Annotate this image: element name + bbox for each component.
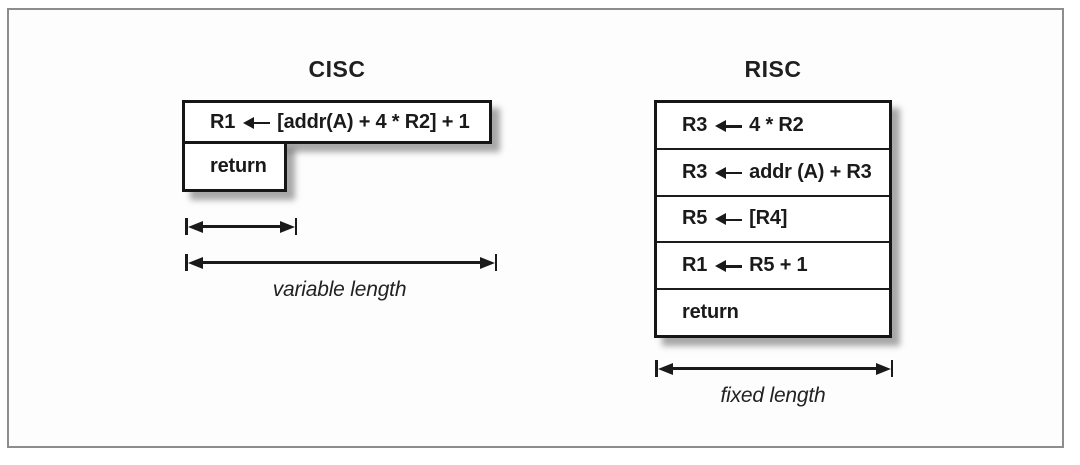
fixed-length-label: fixed length (720, 384, 826, 407)
short-length-arrow (185, 218, 297, 235)
arrow-head-left (187, 256, 203, 269)
instruction-row: R3 4 * R2 (657, 103, 889, 148)
instruction-dest: R3 (682, 160, 708, 183)
risc-title: RISC (744, 56, 802, 82)
figure-frame: CISC R1 [addr(A) + 4 * R2] + 1 return va… (7, 8, 1064, 448)
instruction-row: return (657, 288, 889, 335)
cisc-return-box: return (182, 141, 287, 192)
assign-arrow-icon (715, 260, 743, 273)
instruction-expr: addr (A) + R3 (749, 160, 872, 183)
instruction-row: R1 [addr(A) + 4 * R2] + 1 (185, 103, 489, 141)
instruction-row: return (185, 144, 284, 189)
instruction-text: return (210, 155, 267, 177)
arrow-head-left (657, 362, 673, 375)
arrow-shaft (202, 225, 280, 228)
assign-arrow-icon (715, 213, 743, 226)
arrow-end-tick (294, 218, 297, 235)
arrow-head-right (279, 220, 295, 233)
arrow-end-tick (185, 254, 188, 271)
cisc-instruction-box: R1 [addr(A) + 4 * R2] + 1 (182, 100, 492, 144)
arrow-end-tick (890, 360, 893, 377)
assign-arrow-icon (715, 119, 743, 133)
instruction-expr: R5 + 1 (749, 254, 808, 277)
arrow-end-tick (494, 254, 497, 271)
instruction-expr: [addr(A) + 4 * R2] + 1 (277, 110, 470, 133)
fixed-length-arrow (655, 360, 893, 377)
instruction-row: R3 addr (A) + R3 (657, 147, 889, 195)
instruction-row: R5 [R4] (657, 194, 889, 242)
instruction-dest: R3 (682, 113, 708, 136)
instruction-dest: R1 (682, 254, 708, 277)
instruction-dest: R5 (682, 207, 708, 230)
instruction-dest: R1 (210, 110, 236, 133)
arrow-end-tick (655, 360, 658, 377)
arrow-head-right (875, 362, 891, 375)
instruction-expr: 4 * R2 (749, 113, 804, 136)
arrow-shaft (202, 261, 480, 264)
arrow-end-tick (185, 218, 188, 235)
instruction-row: R1 R5 + 1 (657, 241, 889, 288)
arrow-head-left (187, 220, 203, 233)
variable-length-label: variable length (272, 278, 407, 301)
variable-length-arrow (185, 254, 497, 271)
instruction-expr: [R4] (749, 207, 788, 230)
cisc-title: CISC (308, 56, 366, 82)
instruction-text: return (682, 301, 739, 324)
arrow-shaft (672, 367, 876, 370)
assign-arrow-icon (243, 116, 271, 130)
assign-arrow-icon (715, 166, 743, 180)
arrow-head-right (479, 256, 495, 269)
risc-instruction-box: R3 4 * R2 R3 addr (A) + R3 R5 [R4] R1 R5… (654, 100, 892, 338)
